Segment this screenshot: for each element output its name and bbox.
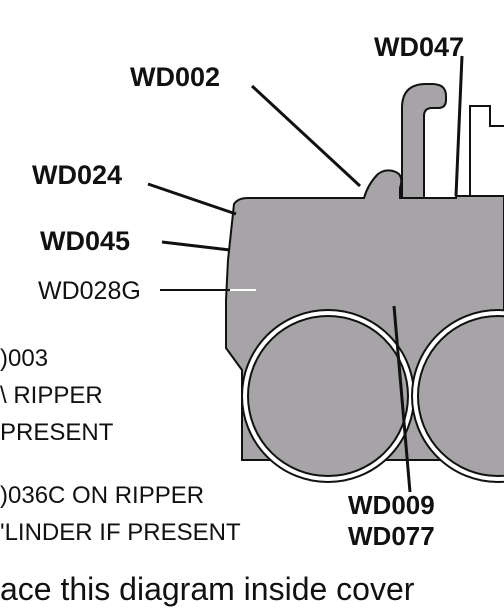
label-wd036c: )036C ON RIPPER bbox=[0, 482, 204, 509]
leader-wd024 bbox=[147, 182, 237, 216]
label-wd003: )003 bbox=[0, 345, 48, 372]
track-roller-left bbox=[241, 309, 415, 483]
leader-wd009 bbox=[392, 305, 412, 493]
label-wd028g: WD028G bbox=[38, 277, 141, 305]
leader-wd045 bbox=[161, 240, 231, 252]
label-on-ripper-1: \ RIPPER bbox=[0, 382, 103, 409]
label-wd009: WD009 bbox=[348, 490, 435, 520]
leader-wd047 bbox=[454, 55, 464, 197]
label-wd002: WD002 bbox=[130, 62, 220, 92]
label-cylinder: 'LINDER IF PRESENT bbox=[0, 519, 241, 546]
cab-outline bbox=[469, 105, 504, 210]
label-wd047: WD047 bbox=[374, 32, 464, 62]
label-wd024: WD024 bbox=[32, 160, 122, 190]
leader-wd002 bbox=[250, 84, 362, 188]
label-wd045: WD045 bbox=[40, 226, 130, 256]
track-roller-right bbox=[411, 309, 504, 483]
label-wd077: WD077 bbox=[348, 521, 435, 551]
footer-instruction: ace this diagram inside cover bbox=[0, 571, 415, 607]
exhaust-stack bbox=[401, 83, 447, 199]
label-present-1: PRESENT bbox=[0, 419, 114, 446]
